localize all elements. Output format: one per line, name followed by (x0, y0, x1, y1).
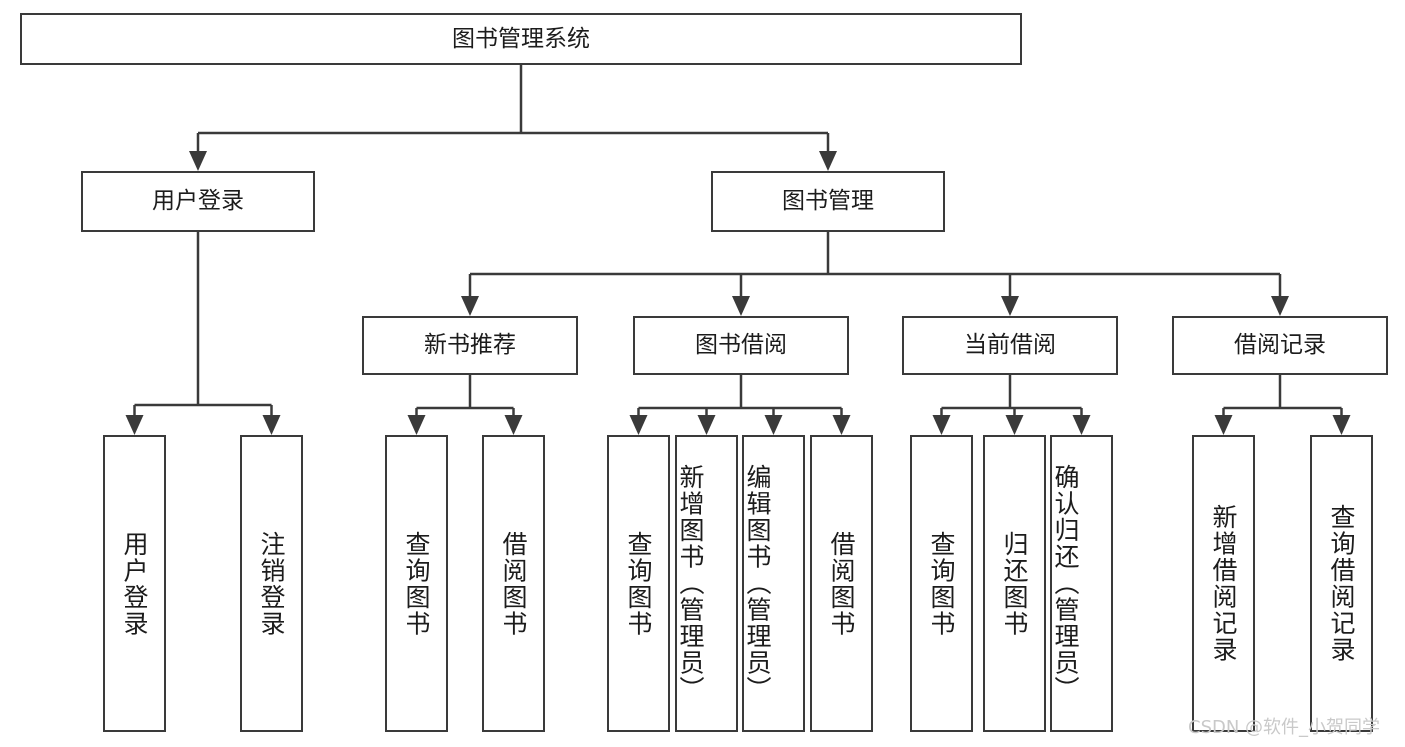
node-leaf-return-book[interactable]: 归还图书 (983, 435, 1046, 732)
node-label: 图书借阅 (695, 332, 787, 359)
node-label: 新增图书（管理员） (676, 464, 705, 703)
node-borrow-record[interactable]: 借阅记录 (1172, 316, 1388, 375)
node-label: 图书管理 (782, 188, 874, 215)
node-label: 新增借阅记录 (1209, 504, 1238, 663)
node-user-login[interactable]: 用户登录 (81, 171, 315, 232)
node-leaf-borrow-book-2[interactable]: 借阅图书 (810, 435, 873, 732)
node-label: 当前借阅 (964, 332, 1056, 359)
node-leaf-user-logout[interactable]: 注销登录 (240, 435, 303, 732)
node-label: 查询图书 (624, 530, 653, 637)
node-label: 借阅记录 (1234, 332, 1326, 359)
node-leaf-edit-book[interactable]: 编辑图书（管理员） (742, 435, 805, 732)
node-label: 用户登录 (120, 530, 149, 637)
node-label: 编辑图书（管理员） (743, 464, 772, 703)
node-new-book-rec[interactable]: 新书推荐 (362, 316, 578, 375)
node-leaf-query-book-1[interactable]: 查询图书 (385, 435, 448, 732)
node-book-borrow[interactable]: 图书借阅 (633, 316, 849, 375)
node-label: 借阅图书 (499, 530, 528, 637)
node-leaf-user-login[interactable]: 用户登录 (103, 435, 166, 732)
node-leaf-add-record[interactable]: 新增借阅记录 (1192, 435, 1255, 732)
node-label: 归还图书 (1000, 530, 1029, 637)
edge-group-root (189, 65, 837, 171)
node-label: 查询借阅记录 (1327, 504, 1356, 663)
node-label: 查询图书 (927, 530, 956, 637)
node-leaf-borrow-book-1[interactable]: 借阅图书 (482, 435, 545, 732)
node-label: 查询图书 (402, 530, 431, 637)
node-leaf-query-record[interactable]: 查询借阅记录 (1310, 435, 1373, 732)
watermark-text: CSDN @软件_小贺同学 (1188, 717, 1381, 738)
node-label: 注销登录 (257, 530, 286, 637)
edge-group-book-manage (461, 232, 1289, 316)
node-label: 新书推荐 (424, 332, 516, 359)
node-book-manage[interactable]: 图书管理 (711, 171, 945, 232)
edge-group-borrow-record (1214, 375, 1351, 435)
node-leaf-add-book[interactable]: 新增图书（管理员） (675, 435, 738, 732)
edge-group-book-borrow (629, 375, 851, 435)
edge-group-current-borrow (932, 375, 1091, 435)
edge-group-user-login (125, 232, 281, 435)
node-leaf-query-book-2[interactable]: 查询图书 (607, 435, 670, 732)
node-label: 用户登录 (152, 188, 244, 215)
node-current-borrow[interactable]: 当前借阅 (902, 316, 1118, 375)
node-leaf-query-book-3[interactable]: 查询图书 (910, 435, 973, 732)
edge-group-new-book-rec (407, 375, 523, 435)
node-leaf-confirm-return[interactable]: 确认归还（管理员） (1050, 435, 1113, 732)
node-label: 借阅图书 (827, 530, 856, 637)
node-label: 图书管理系统 (452, 25, 590, 52)
node-label: 确认归还（管理员） (1051, 464, 1080, 703)
node-root[interactable]: 图书管理系统 (20, 13, 1022, 65)
